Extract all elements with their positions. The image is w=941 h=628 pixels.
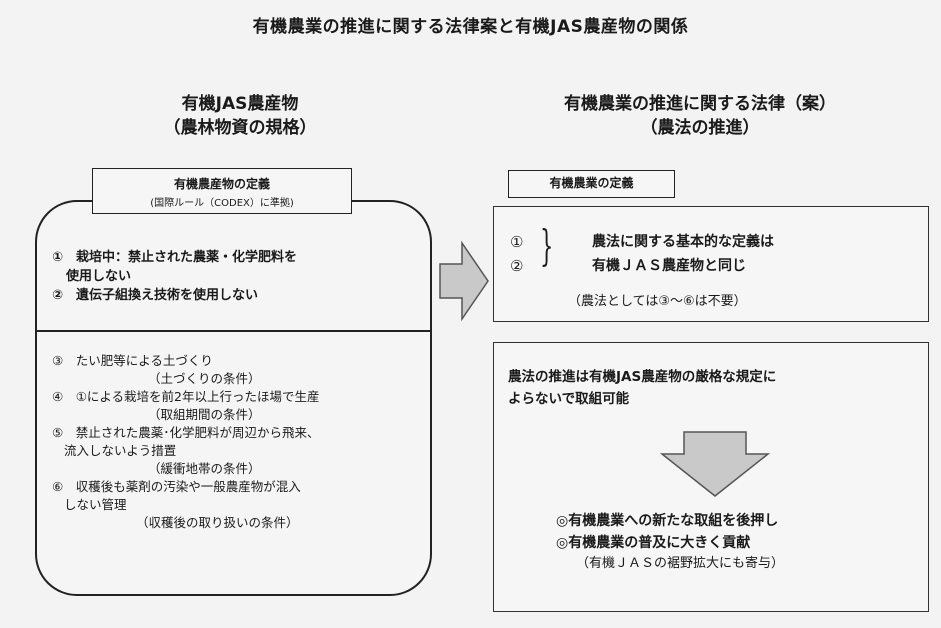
left-definition-label: 有機農産物の定義 (国際ルール（CODEX）に準拠) (92, 168, 352, 214)
left-upper-items: ① 栽培中：禁止された農薬・化学肥料を 使用しない ② 遺伝子組換え技術を使用し… (52, 248, 422, 305)
item-6-line1: ⑥ 収穫後も薬剤の汚染や一般農産物が混入 (52, 479, 301, 494)
item-5-line2: 流入しないよう措置 (64, 443, 177, 458)
right-definition-label-text: 有機農業の定義 (549, 176, 634, 190)
right-definition-label: 有機農業の定義 (508, 170, 675, 198)
item-1-line1: ① 栽培中：禁止された農薬・化学肥料を (52, 250, 298, 265)
left-lower-items: ③ たい肥等による土づくり （土づくりの条件） ④ ①による栽培を前2年以上行っ… (52, 352, 424, 532)
brace-icon: } (540, 221, 554, 270)
def-line2: 有機ＪＡＳ農産物と同じ (592, 258, 746, 274)
right-definition-box (493, 206, 929, 322)
item-6-condition: （収穫後の取り扱いの条件） (136, 515, 299, 530)
promotion-text: 農法の推進は有機JAS農産物の厳格な規定に よらないで取組可能 (508, 366, 776, 410)
right-markers: ① ② (510, 230, 523, 278)
item-6-line2: しない管理 (64, 497, 127, 512)
result-line1: ◎有機農業への新たな取組を後押し (556, 513, 779, 529)
def-line1: 農法に関する基本的な定義は (592, 234, 774, 250)
right-heading-line2: （農法の推進） (640, 118, 760, 138)
left-rounded-panel (35, 200, 432, 596)
down-arrow-icon (660, 431, 770, 497)
right-heading: 有機農業の推進に関する法律（案） （農法の推進） (505, 92, 895, 140)
right-heading-line1: 有機農業の推進に関する法律（案） (564, 94, 836, 114)
right-definition-text: 農法に関する基本的な定義は 有機ＪＡＳ農産物と同じ (592, 230, 774, 278)
item-5-line1: ⑤ 禁止された農薬･化学肥料が周辺から飛来、 (52, 425, 320, 440)
marker-2: ② (510, 257, 524, 275)
def-note: （農法としては③～⑥は不要） (568, 294, 747, 309)
left-heading-line1: 有機JAS農産物 (181, 94, 299, 114)
item-2-line1: ② 遺伝子組換え技術を使用しない (52, 288, 259, 303)
result-text: ◎有機農業への新たな取組を後押し ◎有機農業の普及に大きく貢献 （有機ＪＡＳの裾… (556, 510, 784, 574)
result-note: （有機ＪＡＳの裾野拡大にも寄与） (576, 556, 785, 571)
left-heading: 有機JAS農産物 （農林物資の規格） (95, 92, 385, 140)
item-4-line1: ④ ①による栽培を前2年以上行ったほ場で生産 (52, 389, 320, 404)
item-5-condition: （緩衝地帯の条件） (148, 461, 261, 476)
promo-line2: よらないで取組可能 (508, 391, 630, 407)
page-title: 有機農業の推進に関する法律案と有機JAS農産物の関係 (252, 17, 689, 37)
item-4-condition: （取組期間の条件） (148, 407, 261, 422)
marker-1: ① (510, 233, 524, 251)
right-arrow-icon (439, 240, 489, 322)
left-definition-sub: (国際ルール（CODEX）に準拠) (150, 198, 294, 209)
result-line2: ◎有機農業の普及に大きく貢献 (556, 535, 751, 551)
promo-line1: 農法の推進は有機JAS農産物の厳格な規定に (508, 369, 777, 385)
item-3-condition: （土づくりの条件） (148, 371, 261, 386)
left-definition-label-text: 有機農産物の定義 (173, 177, 270, 191)
item-3-line1: ③ たい肥等による土づくり (52, 353, 213, 368)
left-heading-line2: （農林物資の規格） (163, 118, 317, 138)
left-panel-divider (35, 330, 432, 332)
item-1-line2: 使用しない (66, 269, 132, 284)
